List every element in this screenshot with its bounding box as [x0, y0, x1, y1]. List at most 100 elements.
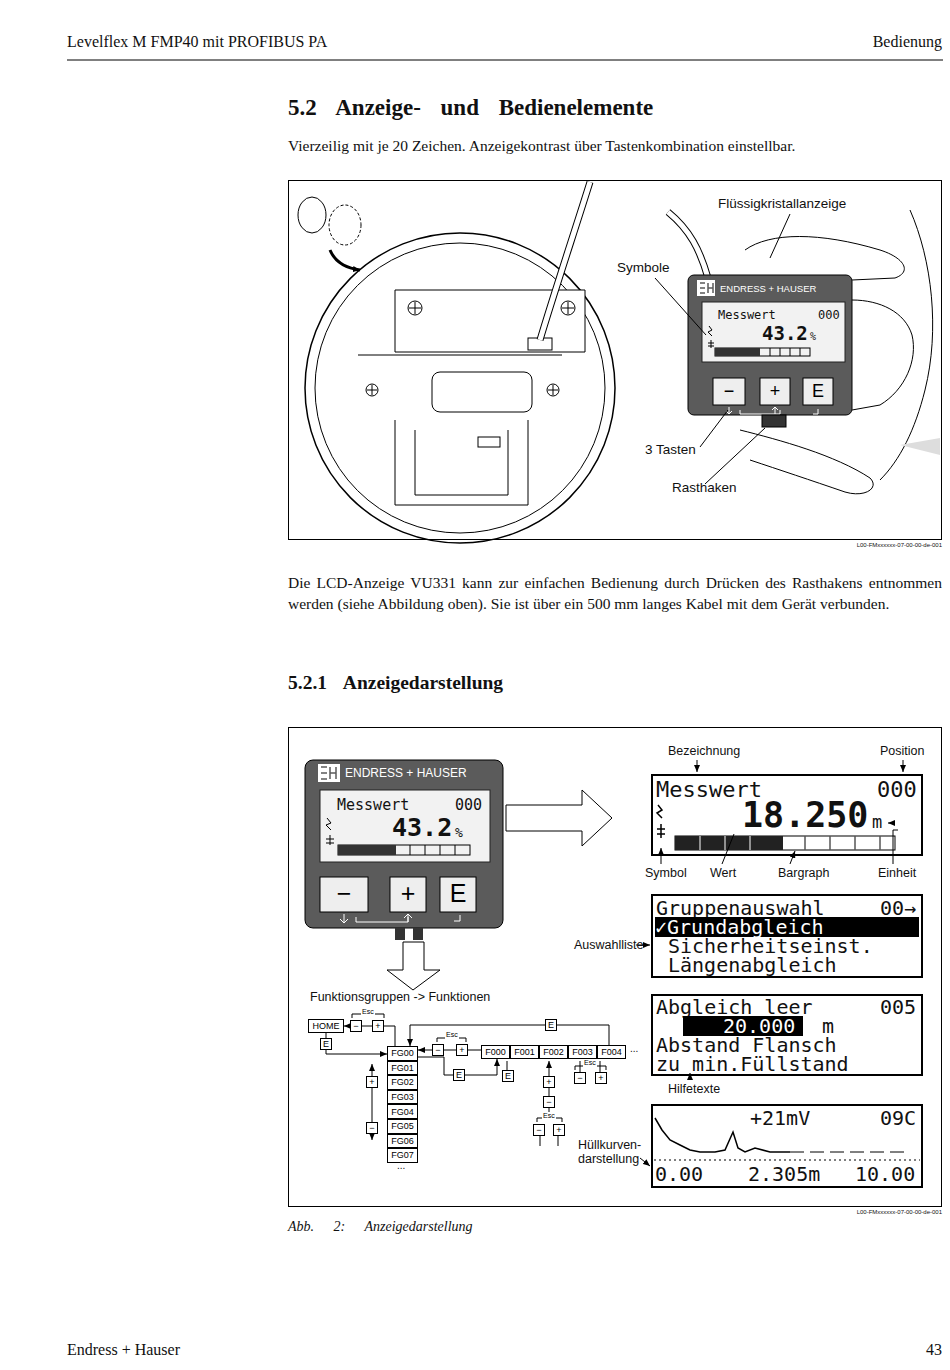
- drawing-path: [745, 237, 904, 281]
- drawing-g: [352, 1014, 606, 1146]
- drawing-path: [655, 278, 706, 335]
- drawing-path: [540, 1136, 558, 1146]
- lcd-text: 000: [877, 779, 917, 801]
- drawing-rect: [318, 764, 340, 782]
- drawing-path: [506, 790, 612, 846]
- key-symbol: +: [366, 1076, 378, 1088]
- diagram-heading: Funktionsgruppen -> Funktionen: [310, 990, 490, 1004]
- function-box: FG05: [387, 1119, 418, 1134]
- drawing-path: [888, 823, 893, 824]
- drawing-rect: [390, 877, 426, 912]
- lcd-text: 10.00: [855, 1164, 915, 1184]
- drawing-g: [320, 877, 476, 912]
- box-label: F003: [572, 1047, 593, 1057]
- lcd-text: Abstand Flansch: [656, 1035, 837, 1055]
- drawing-rect: [652, 895, 922, 977]
- box-label: FG02: [391, 1077, 414, 1087]
- function-box: FG03: [387, 1090, 418, 1105]
- drawing-path: [700, 836, 880, 850]
- drawing-path: [700, 283, 713, 293]
- drawing-path: [722, 834, 734, 864]
- lcd-text: Sicherheitseinst.: [668, 936, 873, 956]
- function-box: F001: [510, 1045, 539, 1059]
- drawing-path: [705, 428, 765, 484]
- drawing-path: [540, 182, 590, 340]
- figure-code: L00-FMxxxxxx-07-00-00-de-001: [857, 542, 942, 549]
- drawing-path: [770, 348, 800, 356]
- lcd-text: 005: [880, 997, 916, 1017]
- lcd-unit: m: [872, 814, 882, 831]
- function-box: FG04: [387, 1104, 418, 1119]
- box-label: F000: [485, 1047, 506, 1057]
- key-symbol: +: [372, 1020, 384, 1032]
- key-symbol: −: [574, 1072, 586, 1084]
- box-label: FG01: [391, 1063, 414, 1073]
- lcd-unit: m: [822, 1016, 834, 1036]
- box-label: F002: [543, 1047, 564, 1057]
- drawing-path: [740, 430, 873, 494]
- drawing-path: [330, 250, 360, 270]
- drawing-path: [690, 1073, 691, 1080]
- drawing-rect: [440, 877, 476, 912]
- key-symbol: −: [366, 1122, 378, 1134]
- callout: Auswahlliste: [574, 938, 643, 952]
- section-heading: 5.2 Anzeige- und Bedienelemente: [288, 95, 653, 121]
- callout: Symbole: [617, 260, 670, 276]
- function-box: F002: [539, 1045, 568, 1059]
- drawing-rect: [289, 728, 942, 1207]
- drawing-path: [326, 818, 334, 845]
- box-label: F004: [601, 1047, 622, 1057]
- escape-label: Esc: [542, 1112, 556, 1120]
- drawing-circle: [315, 243, 605, 533]
- callout: Bezeichnung: [668, 744, 740, 758]
- drawing-rect: [478, 437, 500, 447]
- flow-connector: [326, 1033, 387, 1054]
- callout: Flüssigkristallanzeige: [718, 196, 846, 212]
- lcd-unit: %: [810, 332, 816, 342]
- lcd-text: 2.305m: [748, 1164, 820, 1184]
- key-symbol: E: [453, 1069, 465, 1081]
- lcd-text: Messwert: [337, 798, 409, 813]
- running-header: Levelflex M FMP40 mit PROFIBUS PA: [67, 33, 327, 51]
- drawing-rect: [715, 348, 810, 356]
- drawing-path: [540, 182, 590, 340]
- function-box: F003: [568, 1045, 597, 1059]
- function-box: F004: [597, 1045, 626, 1059]
- running-header: Bedienung: [873, 33, 942, 51]
- figure-code: L00-FMxxxxxx-07-00-00-de-001: [857, 1209, 942, 1216]
- key-symbol: +: [595, 1072, 607, 1084]
- box-label: FG05: [391, 1121, 414, 1131]
- drawing-path: [395, 420, 528, 505]
- function-box: FG06: [387, 1134, 418, 1149]
- body-text: Die LCD-Anzeige VU331 kann zur einfachen…: [288, 572, 942, 614]
- lcd-text: 00→: [880, 898, 916, 918]
- drawing-path: [367, 302, 574, 395]
- lcd-text: 000: [818, 309, 840, 321]
- drawing-rect: [320, 877, 368, 912]
- brand-text: ENDRESS + HAUSER: [720, 284, 816, 295]
- lcd-value: 43.2: [392, 815, 452, 840]
- drawing-path: [880, 210, 933, 480]
- drawing-path: [654, 1160, 920, 1161]
- key-symbol: −: [533, 1124, 545, 1136]
- lcd-text: +21mV: [750, 1108, 810, 1128]
- box-label: FG00: [391, 1048, 414, 1058]
- key-label: +: [760, 382, 790, 400]
- drawing-rect: [803, 378, 833, 405]
- drawing-line: [67, 60, 943, 61]
- lcd-text: Gruppenauswahl: [656, 898, 825, 918]
- drawing-rect: [289, 181, 942, 540]
- drawing-path: [805, 836, 880, 850]
- drawing-path: [900, 438, 940, 455]
- callout: Wert: [710, 866, 736, 880]
- lcd-unit: %: [455, 826, 463, 839]
- key-symbol: E: [502, 1070, 514, 1082]
- box-label: FG03: [391, 1092, 414, 1102]
- key-label: −: [320, 881, 368, 906]
- flow-connector: [410, 1025, 609, 1046]
- continuation-mark: ...: [630, 1043, 638, 1055]
- escape-label: Esc: [361, 1008, 375, 1016]
- callout: Einheit: [878, 866, 916, 880]
- drawing-rect: [675, 836, 783, 850]
